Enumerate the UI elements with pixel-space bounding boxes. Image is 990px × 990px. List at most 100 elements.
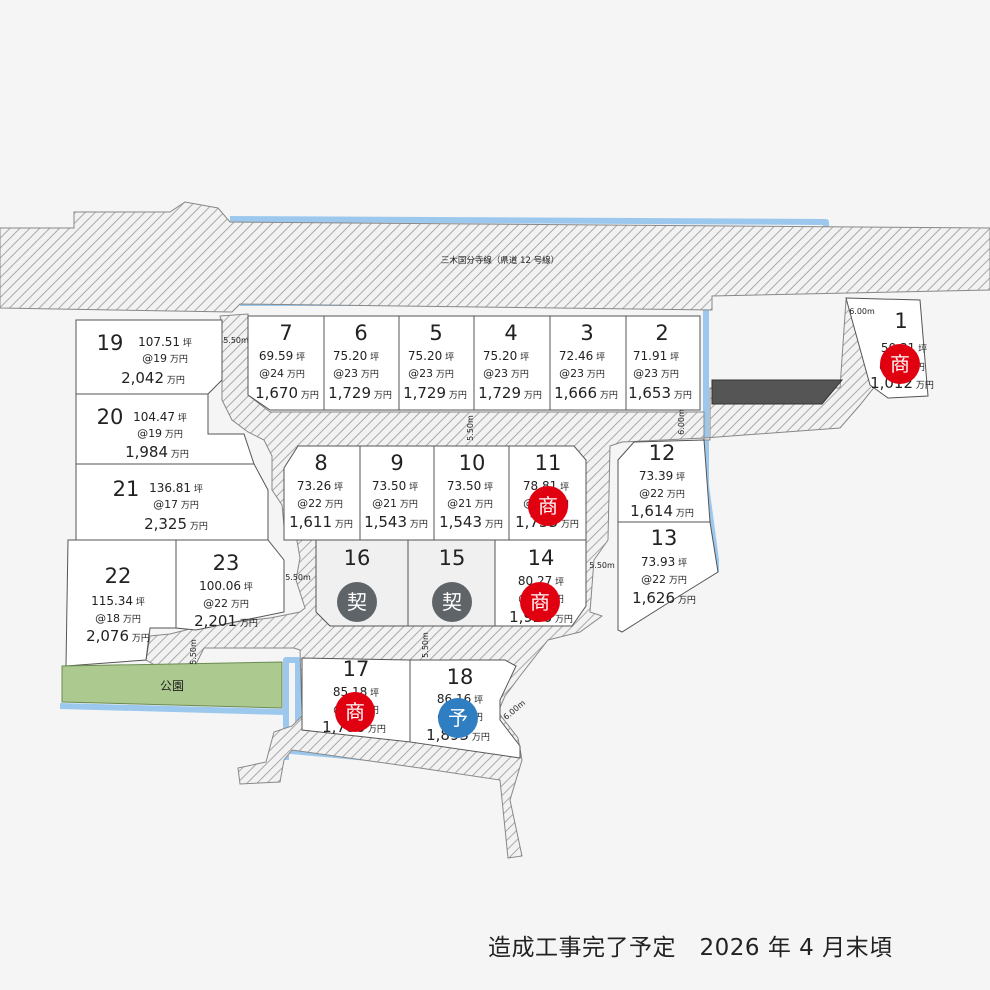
lot-number: 22 <box>105 564 132 588</box>
lot-13-shape <box>617 521 719 633</box>
lot-unit-price: @23 万円 <box>333 367 379 380</box>
road-width-5: 6.00m <box>677 409 686 435</box>
lot-8: 873.26 坪@22 万円1,611 万円 <box>289 451 353 531</box>
road-width-1: 6.00m <box>849 307 875 316</box>
status-badge-label: 商 <box>530 590 550 614</box>
road-label: 三木国分寺線（県道 12 号線） <box>441 255 559 266</box>
status-badge <box>528 486 568 526</box>
lot-number: 2 <box>655 321 668 345</box>
lot-number: 19 <box>97 331 124 355</box>
lot-unit-price: @19 万円 <box>142 352 188 365</box>
lot-area: 72.46 坪 <box>559 349 605 363</box>
lot-area: 136.81 坪 <box>149 481 203 495</box>
lot-number: 14 <box>528 546 555 570</box>
lot-number: 6 <box>354 321 367 345</box>
lot-unit-price: @18 万円 <box>95 612 141 625</box>
lot-unit-price: @22 万円 <box>641 573 687 586</box>
lot-unit-price: @23 万円 <box>408 367 454 380</box>
lot-unit-price: @22 万円 <box>639 487 685 500</box>
lot-area: 115.34 坪 <box>91 594 145 608</box>
prefectural-road <box>0 201 990 313</box>
park-shape <box>61 661 283 709</box>
status-badge-label: 契 <box>442 590 462 614</box>
lot-area: 73.50 坪 <box>372 479 418 493</box>
lot-number: 1 <box>894 309 907 333</box>
status-badge <box>520 582 560 622</box>
lot-number: 11 <box>535 451 562 475</box>
lot-5: 575.20 坪@23 万円1,729 万円 <box>403 321 467 402</box>
lot-18: 1886.16 坪@22 万円1,895 万円予 <box>426 665 490 744</box>
status-badge <box>438 698 478 738</box>
lot-number: 5 <box>429 321 442 345</box>
road-width-3: 5.50m <box>466 415 475 441</box>
lot-area: 69.59 坪 <box>259 349 305 363</box>
lot-area: 73.39 坪 <box>639 469 685 483</box>
road-width-8: 5.50m <box>189 639 198 665</box>
lot-number: 16 <box>344 546 371 570</box>
lot-area: 73.50 坪 <box>447 479 493 493</box>
status-badge-label: 予 <box>448 706 468 730</box>
lot-number: 9 <box>390 451 403 475</box>
park-label: 公園 <box>160 679 184 693</box>
lot-21-shape <box>75 463 269 541</box>
status-badge <box>335 692 375 732</box>
status-badge-label: 商 <box>345 700 365 724</box>
lot-number: 3 <box>580 321 593 345</box>
lot-unit-price: @24 万円 <box>259 367 305 380</box>
road-width-9: 6.00m <box>502 698 528 721</box>
lot-number: 17 <box>343 657 370 681</box>
lots <box>61 297 929 759</box>
road-width-7: 5.50m <box>421 632 430 658</box>
lot-23-shape <box>175 539 285 631</box>
lot-area: 75.20 坪 <box>408 349 454 363</box>
lot-unit-price: @23 万円 <box>559 367 605 380</box>
lot-area: 71.91 坪 <box>633 349 679 363</box>
lot-number: 12 <box>649 441 676 465</box>
road-width-4: 5.50m <box>285 573 311 582</box>
status-badge-label: 商 <box>538 494 558 518</box>
lot-15: 15 契 <box>432 546 472 622</box>
lot-area: 75.20 坪 <box>483 349 529 363</box>
status-badge <box>432 582 472 622</box>
lot-number: 23 <box>213 551 240 575</box>
road-width-6: 5.50m <box>589 561 615 570</box>
lot-area: 73.93 坪 <box>641 555 687 569</box>
lot-unit-price: @23 万円 <box>483 367 529 380</box>
status-badge <box>337 582 377 622</box>
lot-unit-price: @21 万円 <box>372 497 418 510</box>
lot-unit-price: @22 万円 <box>297 497 343 510</box>
lot-unit-price: @23 万円 <box>633 367 679 380</box>
lot-area: 73.26 坪 <box>297 479 343 493</box>
lot-number: 18 <box>447 665 474 689</box>
lot-number: 7 <box>279 321 292 345</box>
lot-unit-price: @17 万円 <box>153 498 199 511</box>
lot-unit-price: @21 万円 <box>447 497 493 510</box>
lot-area: 104.47 坪 <box>133 410 187 424</box>
lot-unit-price: @22 万円 <box>203 597 249 610</box>
lot-area: 107.51 坪 <box>138 335 192 349</box>
lot-area: 75.20 坪 <box>333 349 379 363</box>
lot-1: 150.31 坪@23 万円1,012 万円商 <box>870 309 934 392</box>
dark-lot-shape <box>711 379 844 405</box>
lot-number: 10 <box>459 451 486 475</box>
lot-number: 15 <box>439 546 466 570</box>
status-badge-label: 商 <box>890 352 910 376</box>
lot-7: 769.59 坪@24 万円1,670 万円 <box>255 321 319 402</box>
status-badge-label: 契 <box>347 590 367 614</box>
lot-area: 80.27 坪 <box>518 574 564 588</box>
lot-number: 13 <box>651 526 678 550</box>
status-badge <box>880 344 920 384</box>
lot-area: 100.06 坪 <box>199 579 253 593</box>
lot-19-shape <box>75 319 223 395</box>
lot-16: 16 契 <box>337 546 377 622</box>
lot-4: 475.20 坪@23 万円1,729 万円 <box>478 321 542 402</box>
